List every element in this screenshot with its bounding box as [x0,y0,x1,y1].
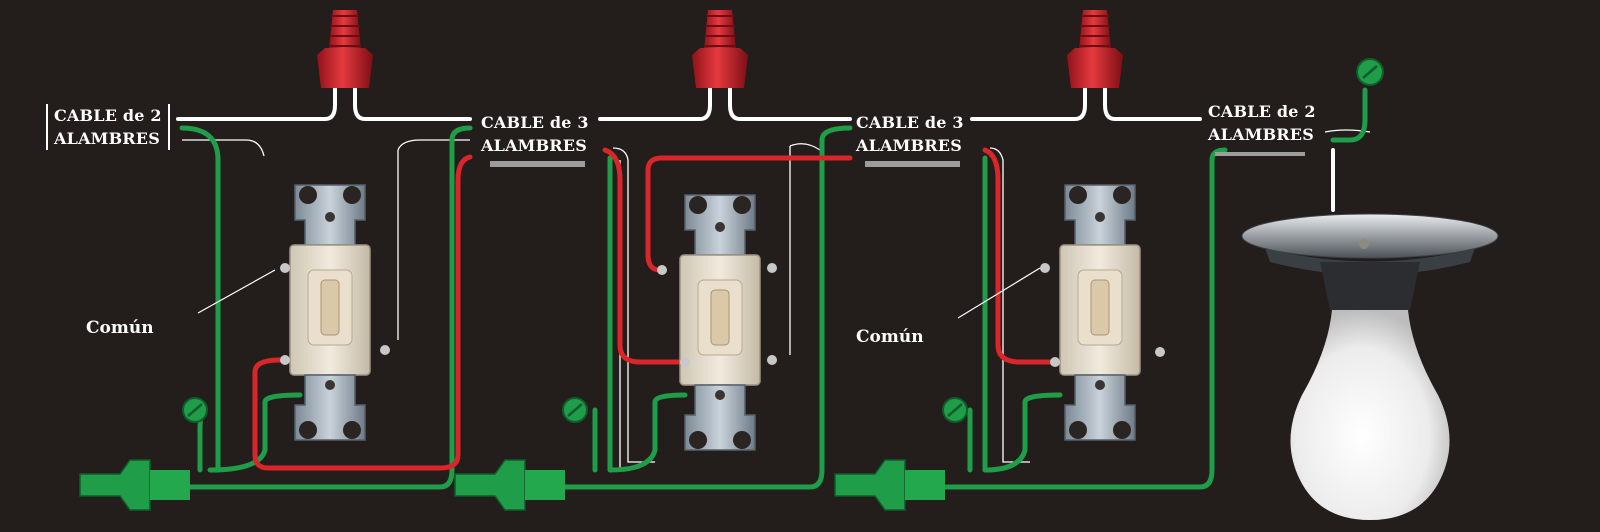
cable-label-2: CABLE de 3 ALAMBRES [481,111,589,157]
cable-label-2-line2: ALAMBRES [481,136,587,155]
neutral-wires [176,83,1335,212]
cable-clamp-icon [79,459,190,511]
toggle-switch-icon [1059,184,1141,441]
cable-sheath-markers [490,152,1305,167]
cable-label-3-line2: ALAMBRES [856,136,962,155]
cable-label-3-line1: CABLE de 3 [856,113,964,132]
ground-screw-icon [182,397,208,423]
hot-wires [252,147,1058,471]
light-bulb-icon [1290,310,1450,520]
terminal-screws [280,263,1165,367]
cable-label-4-line2: ALAMBRES [1208,125,1314,144]
ground-wires [107,87,1368,490]
cable-label-4: CABLE de 2 ALAMBRES [1208,100,1316,146]
wire-nut-icon [1067,10,1123,88]
cable-clamp-icon [454,459,565,511]
wire-nut-icon [317,10,373,88]
cable-label-2-line1: CABLE de 3 [481,113,589,132]
ground-screw-icon [1356,58,1384,86]
ground-screw-icon [562,397,588,423]
leader-lines [197,267,1041,319]
cable-label-4-line1: CABLE de 2 [1208,102,1316,121]
cable-label-3: CABLE de 3 ALAMBRES [856,111,964,157]
cable-label-1: CABLE de 2 ALAMBRES [46,104,170,150]
toggle-switch-icon [679,194,761,451]
cable-label-1-line2: ALAMBRES [54,129,160,148]
cable-label-1-line1: CABLE de 2 [54,106,162,125]
common-label-1: Común [86,318,154,338]
cable-clamp-icon [834,459,945,511]
common-label-2: Común [856,327,924,347]
toggle-switch-icon [289,184,371,441]
wire-nut-icon [692,10,748,88]
ground-screw-icon [942,397,968,423]
lamp-holder-icon [1241,213,1499,310]
